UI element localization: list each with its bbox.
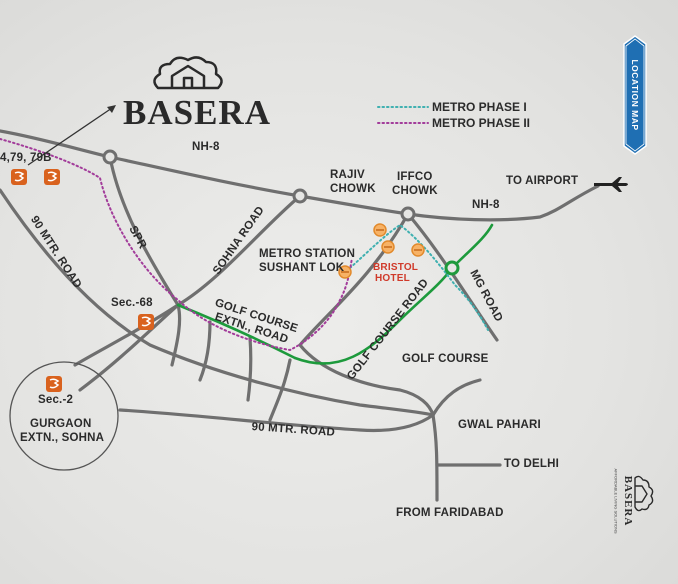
label-metro-station-1: METRO STATION bbox=[259, 248, 356, 260]
label-gurgaon-extn-2: EXTN., SOHNA bbox=[20, 432, 105, 444]
label-sectors-79: 4,79, 79B bbox=[0, 152, 52, 164]
metro-phase-2-line bbox=[0, 138, 353, 352]
project-marker-sec-68 bbox=[138, 314, 154, 330]
label-gwal-pahari: GWAL PAHARI bbox=[458, 419, 541, 431]
connector-2 bbox=[246, 336, 253, 402]
label-to-airport: TO AIRPORT bbox=[506, 175, 579, 187]
label-bristol-hotel-1: BRISTOL bbox=[373, 262, 419, 273]
label-sec-2: Sec.-2 bbox=[38, 394, 74, 406]
label-golf-course: GOLF COURSE bbox=[402, 353, 489, 365]
location-map-badge-shape bbox=[623, 35, 647, 155]
junction-golf-course bbox=[444, 260, 460, 276]
junction-nh8-west bbox=[102, 149, 118, 165]
legend-metro-phase-1: METRO PHASE I bbox=[432, 100, 527, 114]
connector-1 bbox=[198, 320, 212, 382]
spr-road bbox=[108, 155, 182, 367]
faridabad-road bbox=[431, 413, 439, 502]
pointer-arrow-head bbox=[107, 105, 116, 113]
ninety-mtr-road-diagonal bbox=[0, 188, 435, 417]
metro-station-iffco-2 bbox=[381, 240, 395, 254]
junction-rajiv-chowk bbox=[292, 188, 308, 204]
label-iffco-chowk-1: IFFCO bbox=[397, 171, 433, 183]
metro-station-mg-road bbox=[411, 243, 425, 257]
road-to-gurgaon-extn bbox=[78, 303, 180, 392]
junction-iffco-chowk bbox=[400, 206, 416, 222]
project-marker-79-2 bbox=[44, 169, 60, 185]
golf-course-road bbox=[293, 223, 494, 365]
gwal-pahari-road bbox=[431, 378, 482, 417]
project-markers bbox=[11, 169, 154, 392]
label-gurgaon-extn-1: GURGAON bbox=[30, 418, 92, 430]
small-brand-tagline: AFFORDABLE LIVING SOLUTIONS bbox=[613, 468, 619, 534]
location-map-badge-label: LOCATION MAP bbox=[630, 59, 640, 131]
small-house-cloud-logo bbox=[634, 475, 654, 512]
label-from-faridabad: FROM FARIDABAD bbox=[396, 507, 504, 519]
connector-3 bbox=[268, 358, 292, 422]
metro-station-sushant-lok bbox=[338, 265, 352, 279]
label-rajiv-chowk-1: RAJIV bbox=[330, 169, 365, 181]
house-cloud-logo bbox=[153, 56, 223, 90]
project-marker-79-1 bbox=[11, 169, 27, 185]
airplane-icon bbox=[594, 177, 628, 192]
pointer-arrow-line bbox=[27, 107, 113, 166]
label-rajiv-chowk-2: CHOWK bbox=[330, 183, 376, 195]
metro-phase-1-line bbox=[349, 223, 489, 331]
brand-name: BASERA bbox=[123, 93, 271, 132]
mg-road bbox=[406, 212, 499, 342]
metro-link-road bbox=[298, 212, 410, 347]
legend-metro-phase-2: METRO PHASE II bbox=[432, 116, 531, 130]
label-nh8-east: NH-8 bbox=[472, 199, 500, 211]
small-brand-name: BASERA bbox=[622, 475, 634, 527]
label-iffco-chowk-2: CHOWK bbox=[392, 185, 438, 197]
label-metro-station-2: SUSHANT LOK bbox=[259, 262, 345, 274]
small-brand: BASERA AFFORDABLE LIVING SOLUTIONS bbox=[614, 464, 636, 538]
label-bristol-hotel-2: HOTEL bbox=[375, 273, 410, 284]
project-marker-sec-2 bbox=[46, 376, 62, 392]
metro-station-iffco-1 bbox=[373, 223, 387, 237]
label-nh8-west: NH-8 bbox=[192, 141, 220, 153]
label-sec-68: Sec.-68 bbox=[111, 297, 153, 309]
ninety-mtr-road-bottom bbox=[118, 408, 435, 433]
label-to-delhi: TO DELHI bbox=[504, 458, 560, 470]
location-map-badge: LOCATION MAP bbox=[624, 36, 646, 154]
gurgaon-extn-circle bbox=[9, 361, 119, 471]
